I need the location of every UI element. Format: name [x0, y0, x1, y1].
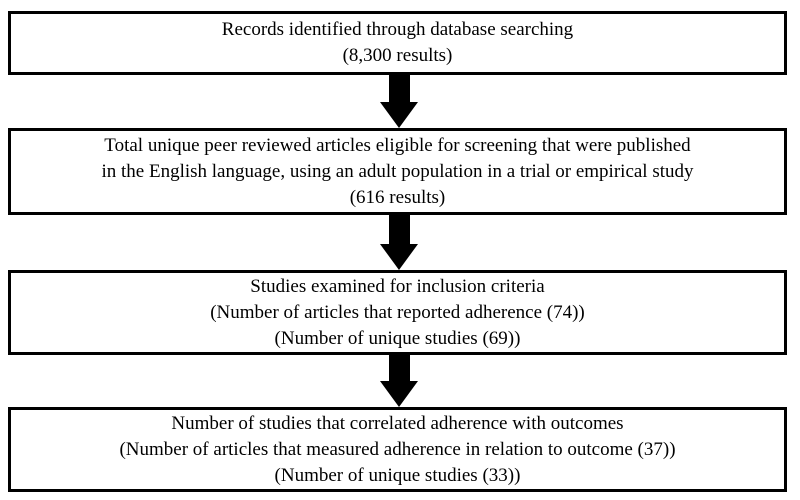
arrow-stem: [388, 215, 410, 244]
box-text-line: Total unique peer reviewed articles elig…: [104, 134, 691, 156]
arrow-stem: [388, 75, 410, 102]
flow-box-inclusion-criteria: Studies examined for inclusion criteria …: [8, 270, 787, 355]
arrow-stem: [388, 355, 410, 381]
arrow-head: [380, 381, 418, 407]
box-text-line: (Number of unique studies (69)): [274, 327, 521, 349]
down-arrow-icon: [380, 75, 418, 128]
box-text-line: in the English language, using an adult …: [101, 160, 694, 182]
flow-box-correlated-outcomes: Number of studies that correlated adhere…: [8, 407, 787, 492]
flow-box-records-identified: Records identified through database sear…: [8, 11, 787, 75]
box-text-line: (Number of articles that reported adhere…: [210, 301, 585, 323]
flow-box-eligible-for-screening: Total unique peer reviewed articles elig…: [8, 128, 787, 215]
box-text-line: (Number of unique studies (33)): [274, 464, 521, 486]
arrow-head: [380, 102, 418, 128]
box-text-line: (Number of articles that measured adhere…: [119, 438, 676, 460]
box-text-line: (8,300 results): [342, 45, 453, 66]
box-text-line: (616 results): [349, 186, 446, 208]
down-arrow-icon: [380, 355, 418, 407]
box-text-line: Studies examined for inclusion criteria: [250, 275, 545, 297]
arrow-head: [380, 244, 418, 270]
box-text-line: Records identified through database sear…: [221, 19, 574, 40]
down-arrow-icon: [380, 215, 418, 270]
box-text-line: Number of studies that correlated adhere…: [171, 412, 624, 434]
